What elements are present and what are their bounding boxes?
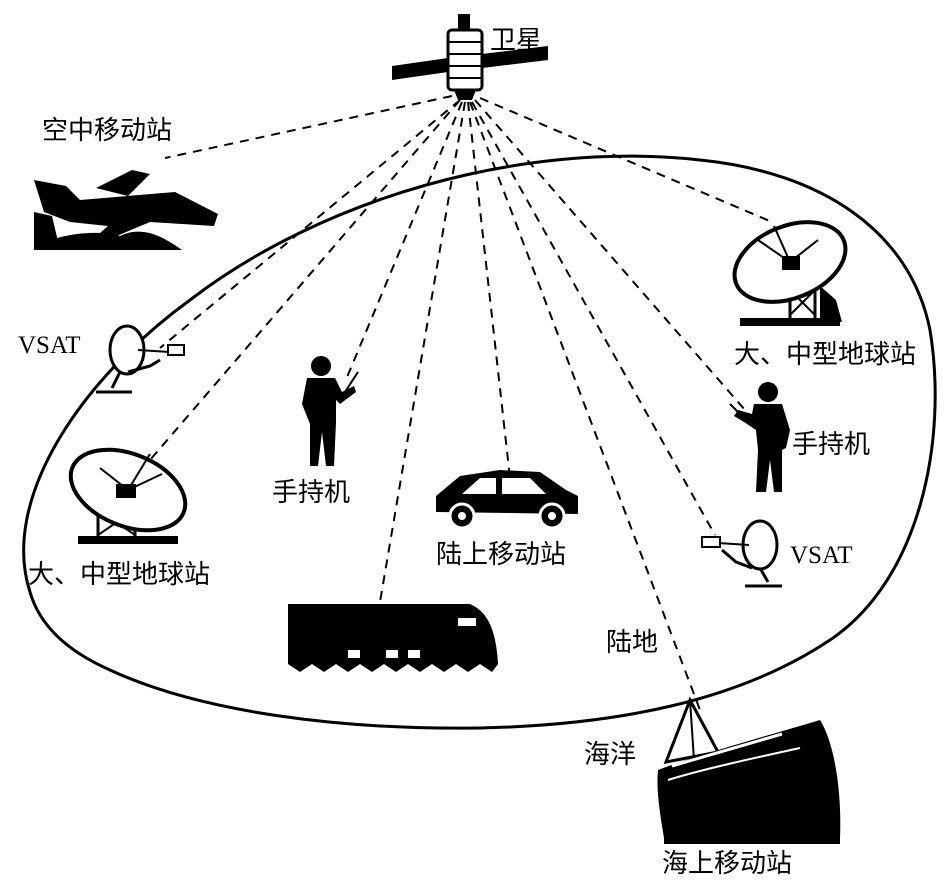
label-air-mobile: 空中移动站: [42, 116, 173, 146]
link-air-mobile: [164, 95, 453, 159]
earth-station-dish-icon: [732, 220, 848, 326]
link-vsat-right: [471, 101, 716, 536]
label-vsat-left: VSAT: [18, 332, 81, 359]
label-handheld-right: 手持机: [792, 430, 871, 460]
link-vsat-left: [159, 99, 461, 349]
label-earth-station-left: 大、中型地球站: [28, 560, 211, 590]
train-icon: [288, 604, 498, 672]
satellite-links: [149, 95, 773, 711]
link-handheld-right: [474, 99, 746, 411]
label-ocean: 海洋: [584, 740, 637, 770]
handheld-person-icon: [302, 356, 359, 466]
vsat-dish-icon: [96, 324, 185, 394]
link-earth-station-right: [479, 97, 773, 223]
land-boundary: [22, 154, 937, 730]
link-ship: [469, 101, 701, 711]
label-land-mobile: 陆上移动站: [436, 540, 567, 570]
label-earth-station-right: 大、中型地球站: [734, 340, 917, 370]
handheld-person-icon: [729, 382, 790, 492]
label-satellite: 卫星: [490, 26, 543, 56]
airplane-icon: [34, 170, 218, 250]
ship-icon: [657, 696, 841, 844]
label-land: 陆地: [606, 628, 659, 658]
label-vsat-right: VSAT: [790, 542, 853, 569]
link-handheld-left: [344, 101, 463, 383]
earth-station-dish-icon: [68, 447, 188, 544]
link-train: [379, 101, 466, 603]
label-handheld-left: 手持机: [272, 478, 351, 508]
satellite-icon: [392, 14, 548, 100]
label-sea-mobile: 海上移动站: [662, 849, 793, 879]
vsat-dish-icon: [701, 519, 782, 588]
car-icon: [436, 470, 578, 530]
